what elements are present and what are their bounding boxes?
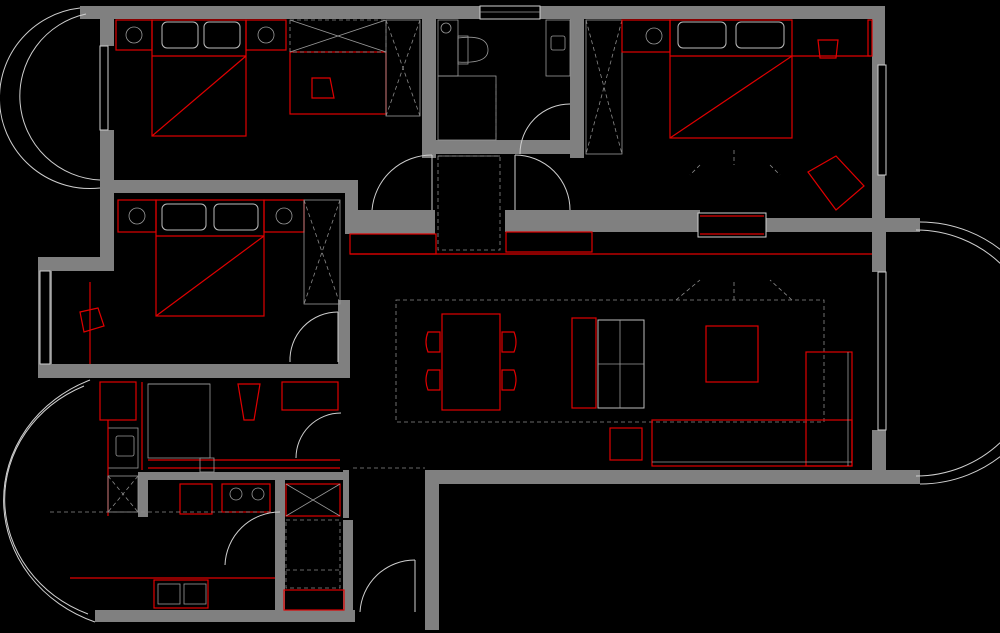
bedroom-top-right [585, 19, 873, 211]
bedroom-middle-left [79, 199, 341, 364]
walls [38, 6, 920, 630]
kitchen [50, 381, 425, 611]
corridor [349, 155, 872, 255]
living-dining [395, 279, 853, 467]
bedroom-top-left [115, 19, 421, 137]
windows [0, 5, 1000, 623]
doors [224, 103, 571, 613]
bathroom-top [437, 19, 571, 141]
